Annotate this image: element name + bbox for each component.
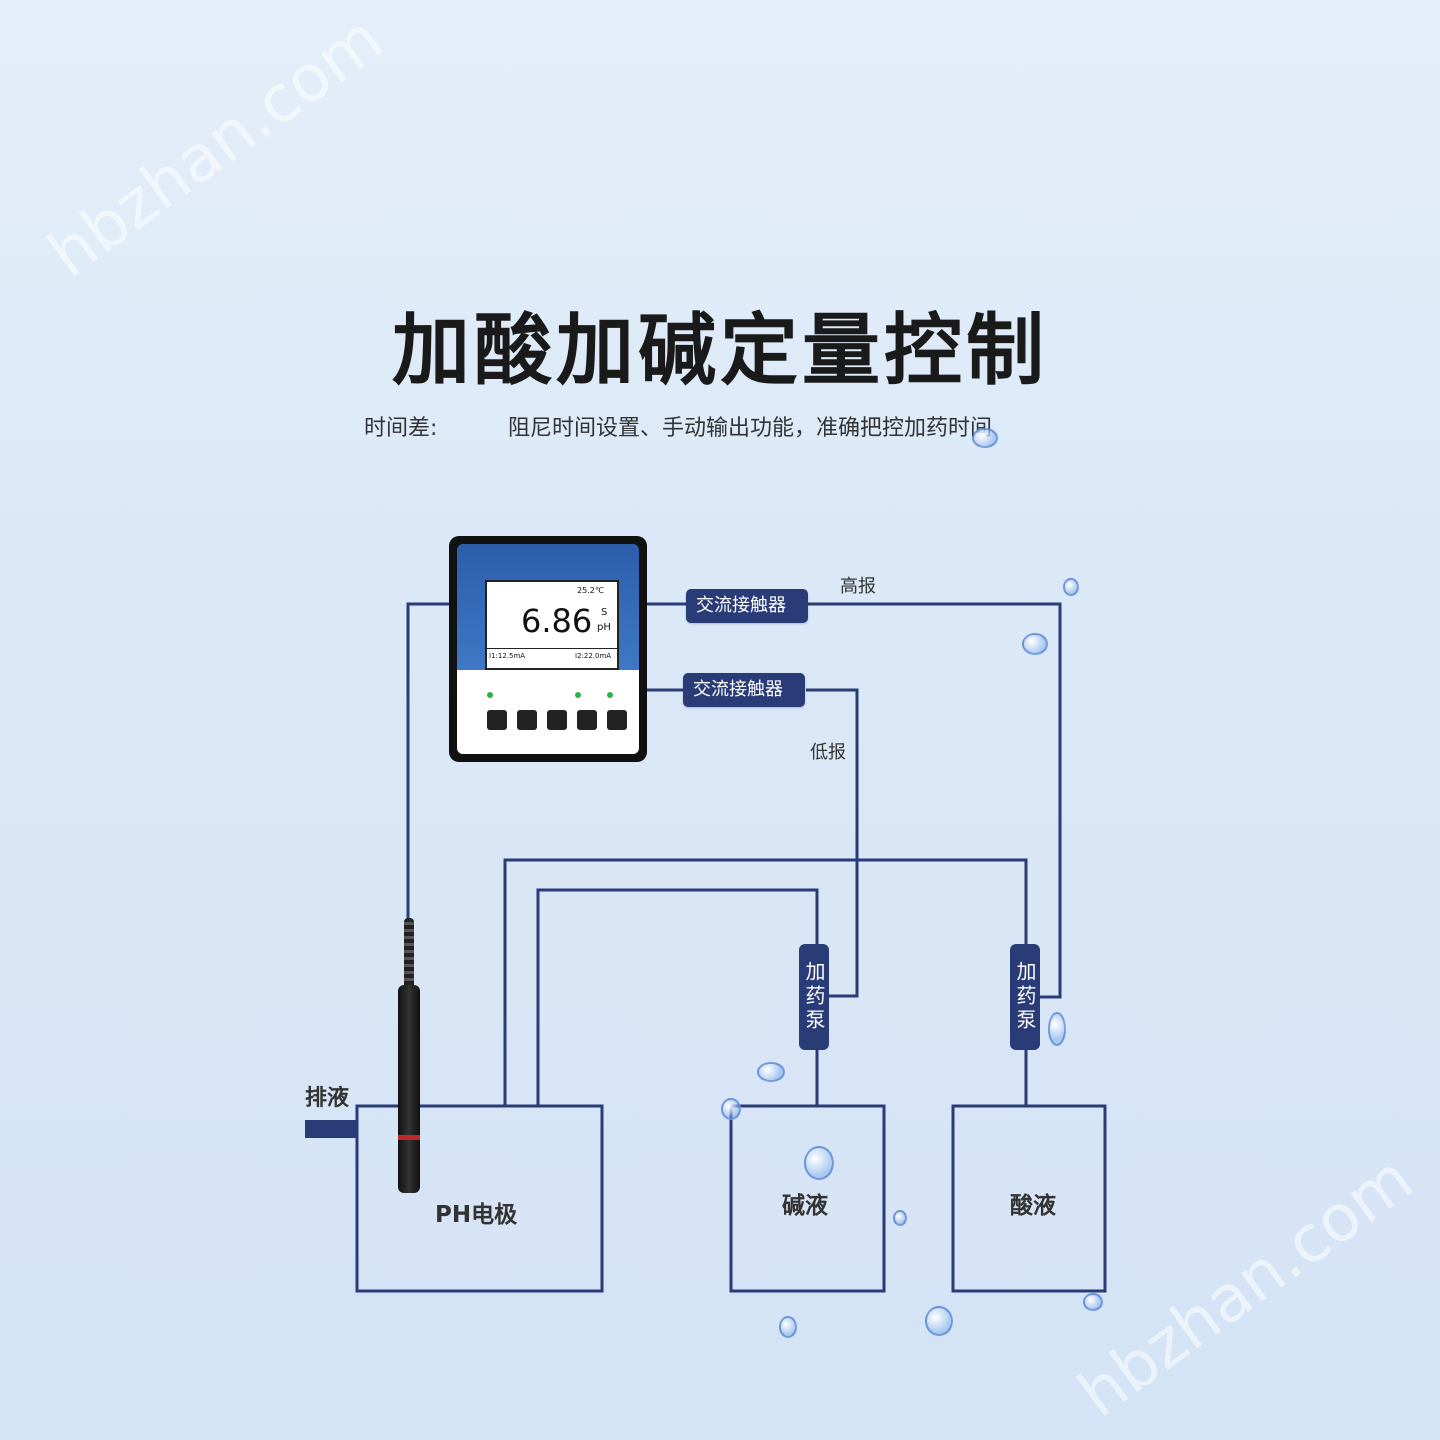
tank-label-ph: PH电极	[435, 1195, 517, 1229]
meter-key-shift	[517, 710, 537, 730]
electrode-cable	[408, 604, 449, 920]
pump-label: 加药泵	[1012, 961, 1038, 1033]
meter-current-2: I2:22.0mA	[575, 652, 611, 660]
status-led-icon	[575, 692, 581, 698]
tank-label-base: 碱液	[782, 1186, 828, 1220]
meter-temperature: 25.2℃	[577, 586, 604, 595]
electrode-band	[398, 1135, 420, 1140]
dosing-pump-base: 加药泵	[799, 944, 829, 1050]
high-alarm-label: 高报	[840, 572, 876, 598]
pump-label: 加药泵	[801, 961, 827, 1033]
status-led-icon	[487, 692, 493, 698]
meter-current-1: I1:12.5mA	[489, 652, 525, 660]
electrode-cable-spring	[404, 918, 414, 990]
bubble-icon	[804, 1146, 834, 1180]
bubble-icon	[779, 1316, 797, 1338]
bubble-icon	[972, 428, 998, 448]
low-alarm-label: 低报	[810, 738, 846, 764]
contactor-low: 交流接触器	[683, 673, 805, 707]
meter-reading: 6.86	[521, 602, 592, 640]
bubble-icon	[1083, 1293, 1103, 1311]
meter-key-up	[547, 710, 567, 730]
tank-label-acid: 酸液	[1010, 1186, 1056, 1220]
drain-label: 排液	[305, 1080, 349, 1112]
meter-key-mode	[487, 710, 507, 730]
status-led-icon	[607, 692, 613, 698]
drain-pipe	[305, 1120, 357, 1138]
meter-key-confirm	[607, 710, 627, 730]
meter-screen: 25.2℃ 6.86 S pH I1:12.5mA I2:22.0mA	[485, 580, 619, 670]
bubble-icon	[1048, 1012, 1066, 1046]
bubble-icon	[1063, 578, 1079, 596]
bubble-icon	[721, 1098, 741, 1120]
ph-meter: 25.2℃ 6.86 S pH I1:12.5mA I2:22.0mA	[449, 536, 647, 762]
meter-face: 25.2℃ 6.86 S pH I1:12.5mA I2:22.0mA	[457, 544, 639, 754]
bubble-icon	[1022, 633, 1048, 655]
ph-electrode	[398, 985, 420, 1193]
bubble-icon	[925, 1306, 953, 1336]
wire-high-alarm	[808, 604, 1060, 997]
meter-unit-s: S	[601, 607, 607, 618]
screen-divider	[487, 648, 617, 649]
dosing-pump-acid: 加药泵	[1010, 944, 1040, 1050]
meter-key-down	[577, 710, 597, 730]
meter-unit-ph: pH	[597, 622, 611, 633]
bubble-icon	[757, 1062, 785, 1082]
contactor-high: 交流接触器	[686, 589, 808, 623]
bubble-icon	[893, 1210, 907, 1226]
